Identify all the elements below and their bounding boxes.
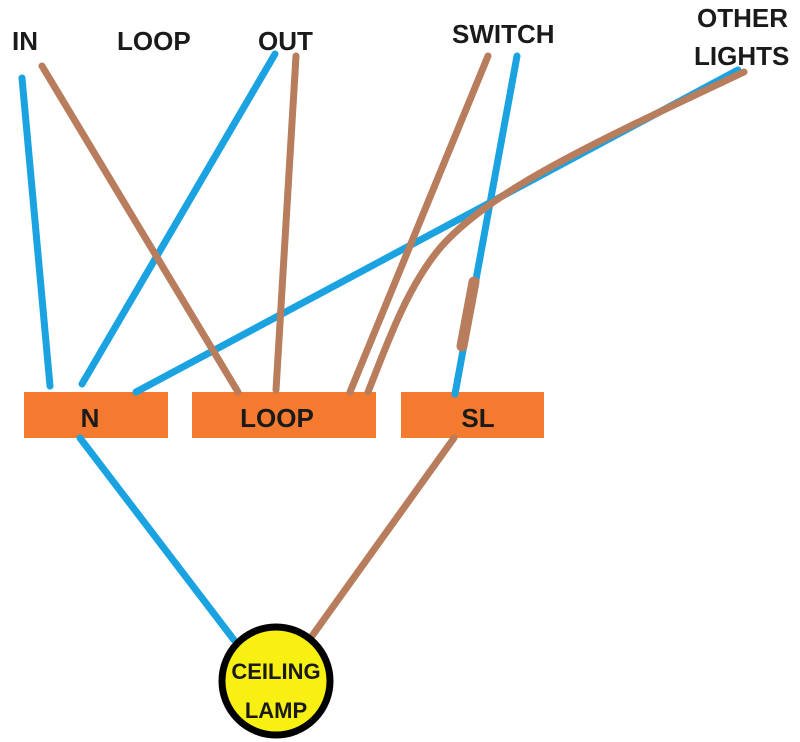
- wire-n-to-lamp: [76, 434, 238, 644]
- wire-other-lights-live: [364, 68, 748, 396]
- terminal-block-sl: [401, 392, 544, 438]
- sleeve-marker-brown: [456, 276, 480, 352]
- label-in: IN: [12, 26, 38, 56]
- ceiling-lamp: [218, 623, 334, 739]
- label-switch: SWITCH: [452, 19, 555, 49]
- wire-switch-live: [346, 52, 492, 396]
- lamp-label-line2: LAMP: [245, 698, 307, 723]
- label-loop: LOOP: [117, 26, 191, 56]
- lamp-label-line1: CEILING: [231, 659, 320, 684]
- terminal-block-loop: [192, 392, 376, 438]
- terminal-label-n: N: [81, 403, 100, 433]
- label-out: OUT: [258, 26, 313, 56]
- terminal-label-loop: LOOP: [240, 403, 314, 433]
- wire-sl-to-lamp: [308, 434, 458, 640]
- label-other: OTHER: [697, 3, 788, 33]
- terminal-block-n: [24, 392, 168, 438]
- wire-in-neutral: [18, 74, 54, 390]
- wire-in-live: [38, 62, 242, 396]
- label-lights: LIGHTS: [694, 41, 789, 71]
- wire-out-live: [272, 52, 300, 394]
- wire-out-neutral: [78, 50, 279, 388]
- terminal-label-sl: SL: [461, 403, 494, 433]
